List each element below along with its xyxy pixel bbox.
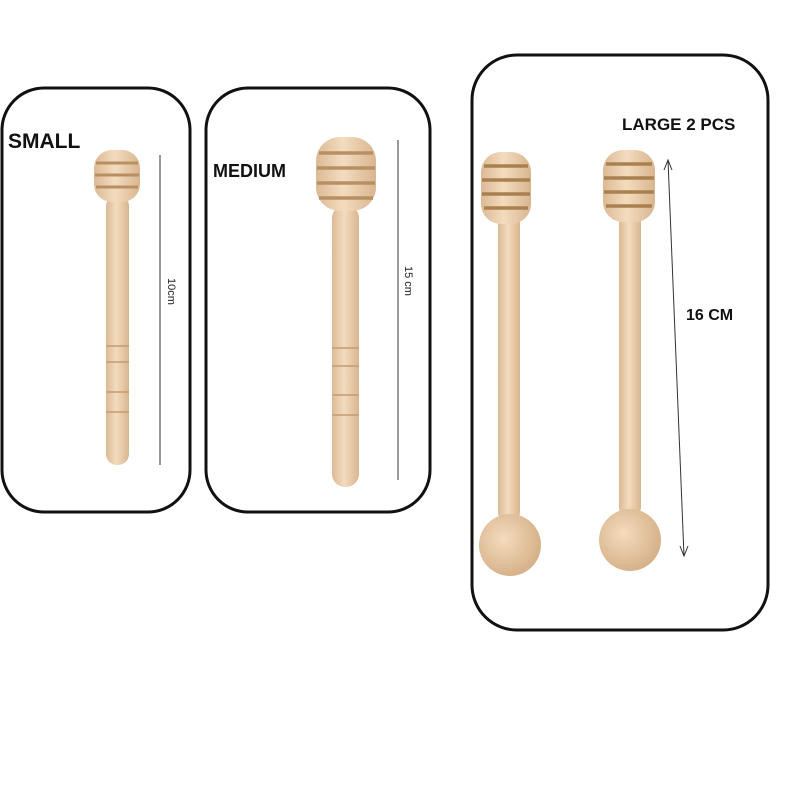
- large-label: LARGE 2 PCS: [622, 115, 735, 134]
- medium-size-text: 15 cm: [402, 266, 414, 296]
- small-size-text: 10cm: [165, 278, 177, 305]
- panel-large: [470, 53, 770, 632]
- panel-medium: [204, 86, 432, 514]
- small-label: SMALL: [8, 130, 80, 153]
- large-honey-dipper-1: [479, 152, 541, 576]
- large-measure-line: [663, 158, 689, 558]
- small-honey-dipper: [94, 150, 140, 465]
- large-honey-dipper-2: [599, 150, 661, 571]
- medium-label: MEDIUM: [213, 161, 286, 181]
- panel-small: [0, 86, 192, 514]
- large-size-text: 16 CM: [686, 307, 733, 324]
- medium-honey-dipper: [316, 137, 376, 487]
